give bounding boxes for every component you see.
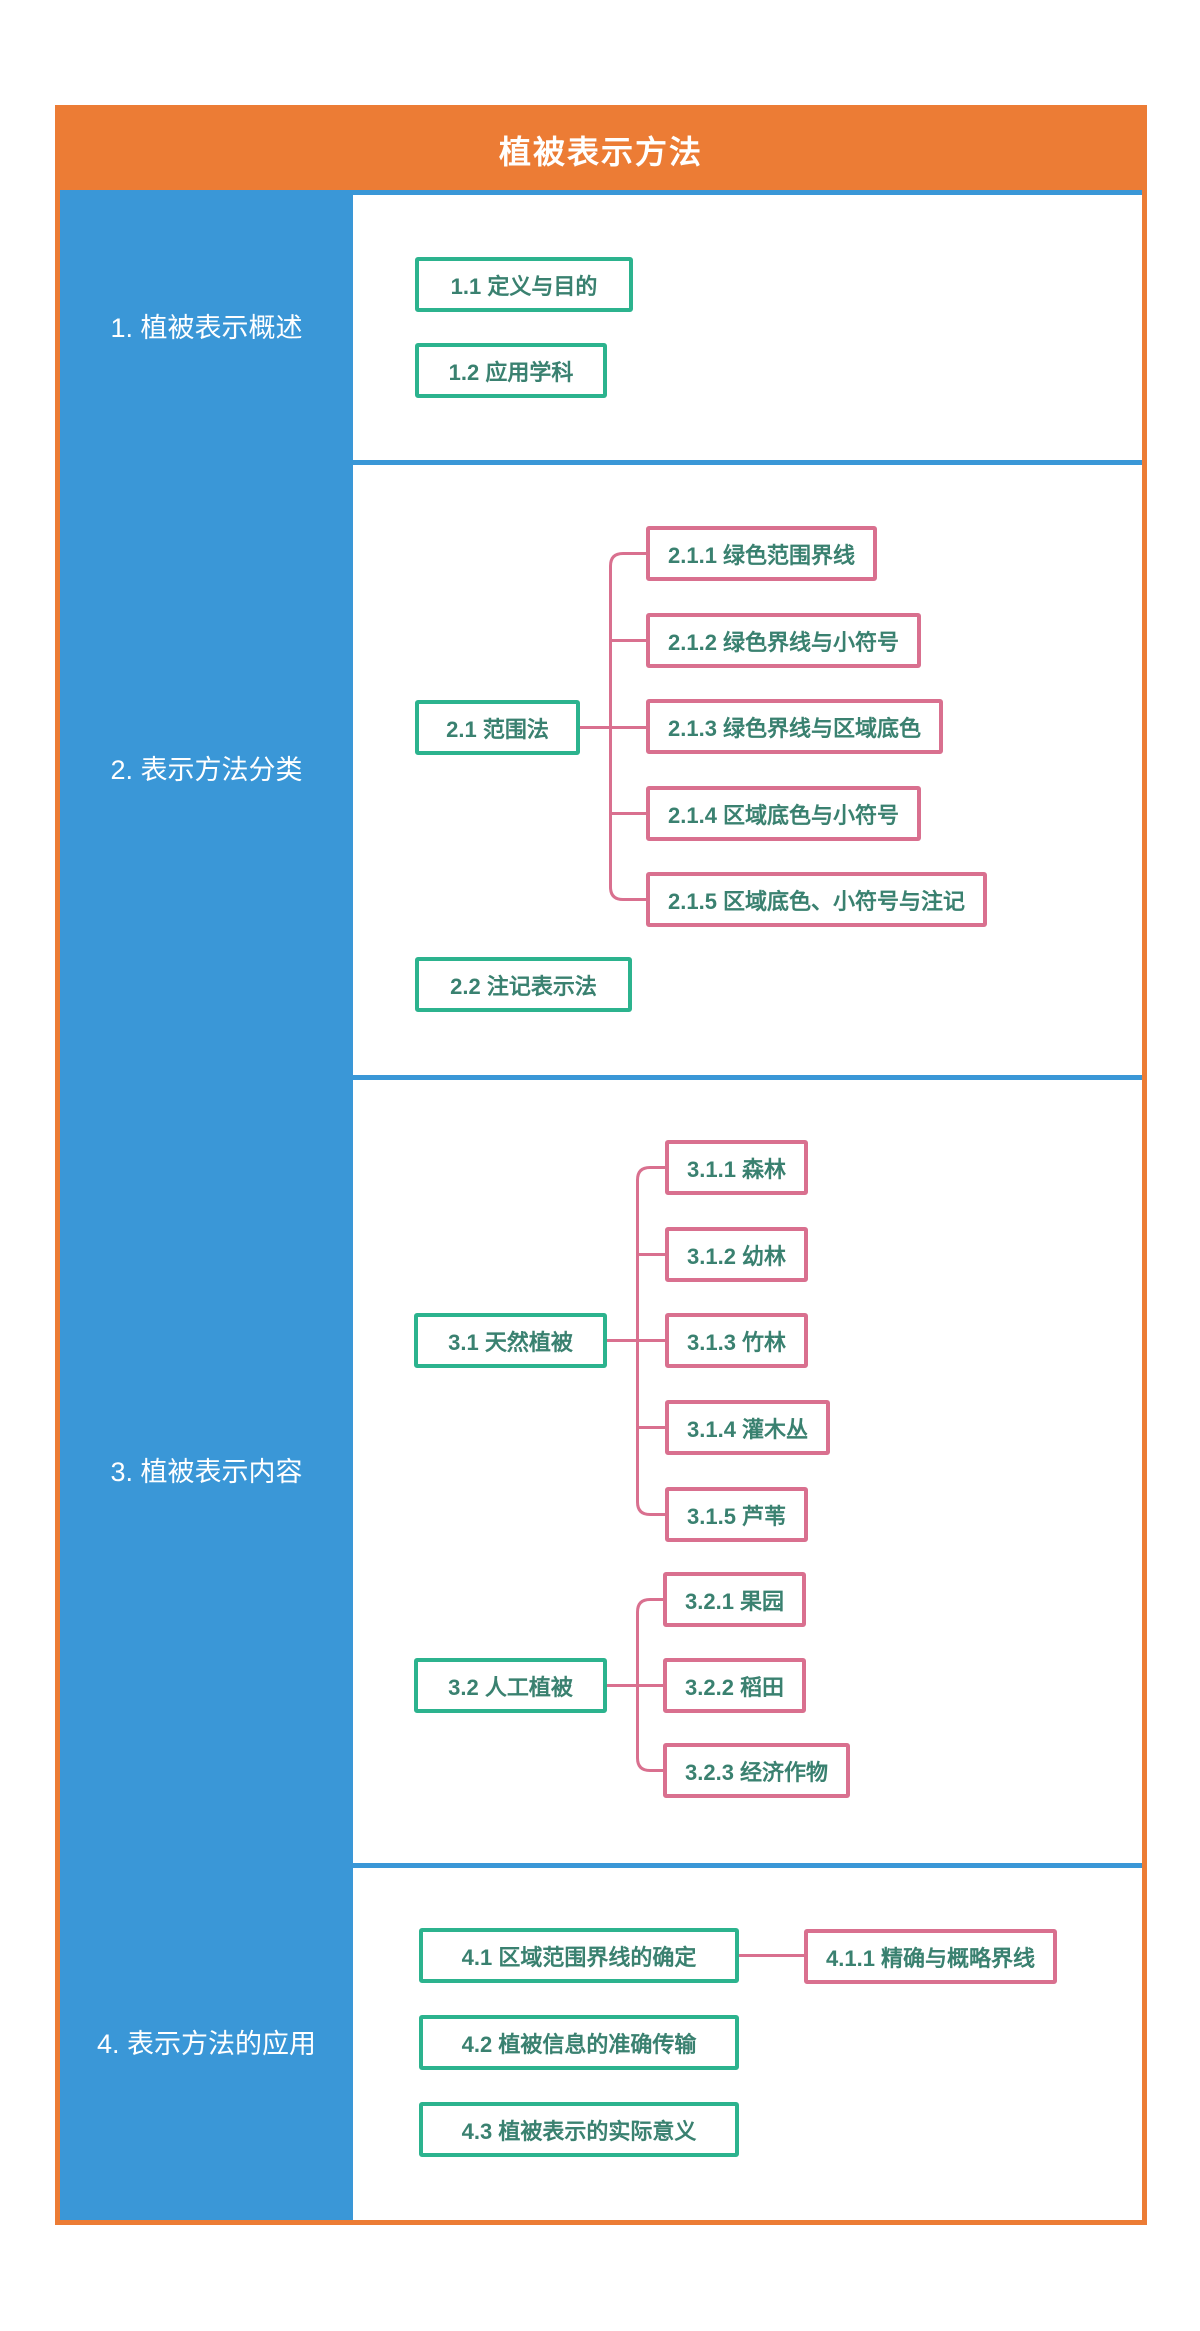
section-3-connectors bbox=[607, 1166, 665, 1772]
node-3-1-4[interactable]: 3.1.4 灌木丛 bbox=[665, 1400, 831, 1455]
section-2-connectors bbox=[580, 552, 646, 901]
node-1-1[interactable]: 1.1 定义与目的 bbox=[415, 257, 633, 312]
node-3-1-1[interactable]: 3.1.1 森林 bbox=[665, 1140, 809, 1195]
mindmap-body: 1. 植被表示概述 2. 表示方法分类 3. 植被表示内容 4. 表示方法的应用… bbox=[60, 190, 1142, 2220]
sidebar-section-4-label: 4. 表示方法的应用 bbox=[96, 2029, 317, 2059]
node-2-1-1[interactable]: 2.1.1 绿色范围界线 bbox=[646, 526, 878, 581]
node-2-1-5[interactable]: 2.1.5 区域底色、小符号与注记 bbox=[646, 872, 988, 927]
node-2-1-3[interactable]: 2.1.3 绿色界线与区域底色 bbox=[646, 699, 944, 754]
node-2-1-4[interactable]: 2.1.4 区域底色与小符号 bbox=[646, 786, 922, 841]
connector-3-2-branch-outline bbox=[636, 1598, 663, 1772]
node-1-2[interactable]: 1.2 应用学科 bbox=[415, 343, 607, 398]
node-3-1-5[interactable]: 3.1.5 芦苇 bbox=[665, 1487, 809, 1542]
node-4-1-1[interactable]: 4.1.1 精确与概略界线 bbox=[804, 1929, 1058, 1984]
mindmap-content: 1.1 定义与目的 1.2 应用学科 2.1 范围法 2.1.1 绿色范围界线 … bbox=[353, 190, 1142, 2220]
sidebar-section-3: 3. 植被表示内容 bbox=[60, 1075, 353, 1863]
node-3-2-2[interactable]: 3.2.2 稻田 bbox=[663, 1658, 807, 1713]
node-4-1[interactable]: 4.1 区域范围界线的确定 bbox=[419, 1928, 739, 1983]
node-3-2[interactable]: 3.2 人工植被 bbox=[414, 1658, 607, 1713]
sidebar-section-3-label: 3. 植被表示内容 bbox=[110, 1456, 303, 1487]
node-2-1[interactable]: 2.1 范围法 bbox=[415, 700, 580, 755]
connector-2-1-branch-outline bbox=[609, 552, 646, 901]
sidebar-section-1-label: 1. 植被表示概述 bbox=[110, 312, 303, 343]
node-2-2[interactable]: 2.2 注记表示法 bbox=[415, 957, 632, 1012]
section-1-area: 1.1 定义与目的 1.2 应用学科 bbox=[353, 190, 1142, 460]
connector-3-1-branch-outline bbox=[636, 1166, 665, 1516]
mindmap-board: 植被表示方法 1. 植被表示概述 2. 表示方法分类 3. 植被表示内容 4. … bbox=[55, 105, 1147, 2225]
sidebar-section-2: 2. 表示方法分类 bbox=[60, 460, 353, 1075]
section-rail: 1. 植被表示概述 2. 表示方法分类 3. 植被表示内容 4. 表示方法的应用 bbox=[60, 190, 353, 2220]
section-4-area: 4.1 区域范围界线的确定 4.1.1 精确与概略界线 4.2 植被信息的准确传… bbox=[353, 1863, 1142, 2220]
sidebar-section-1: 1. 植被表示概述 bbox=[60, 190, 353, 460]
sidebar-section-2-label: 2. 表示方法分类 bbox=[110, 755, 303, 785]
section-4-connectors bbox=[739, 1954, 804, 1957]
sidebar-section-4: 4. 表示方法的应用 bbox=[60, 1863, 353, 2220]
node-3-1[interactable]: 3.1 天然植被 bbox=[414, 1313, 607, 1368]
node-3-2-1[interactable]: 3.2.1 果园 bbox=[663, 1572, 807, 1627]
node-3-1-3[interactable]: 3.1.3 竹林 bbox=[665, 1313, 809, 1368]
section-2-area: 2.1 范围法 2.1.1 绿色范围界线 2.1.2 绿色界线与小符号 2.1.… bbox=[353, 460, 1142, 1075]
title-bar: 植被表示方法 bbox=[60, 110, 1142, 190]
node-3-2-3[interactable]: 3.2.3 经济作物 bbox=[663, 1743, 851, 1798]
section-3-area: 3.1 天然植被 3.1.1 森林 3.1.2 幼林 3.1.3 竹林 3.1.… bbox=[353, 1075, 1142, 1863]
page-title: 植被表示方法 bbox=[498, 134, 703, 170]
node-2-1-2[interactable]: 2.1.2 绿色界线与小符号 bbox=[646, 613, 922, 668]
node-3-1-2[interactable]: 3.1.2 幼林 bbox=[665, 1227, 809, 1282]
node-4-2[interactable]: 4.2 植被信息的准确传输 bbox=[419, 2015, 739, 2070]
node-4-3[interactable]: 4.3 植被表示的实际意义 bbox=[419, 2102, 739, 2157]
